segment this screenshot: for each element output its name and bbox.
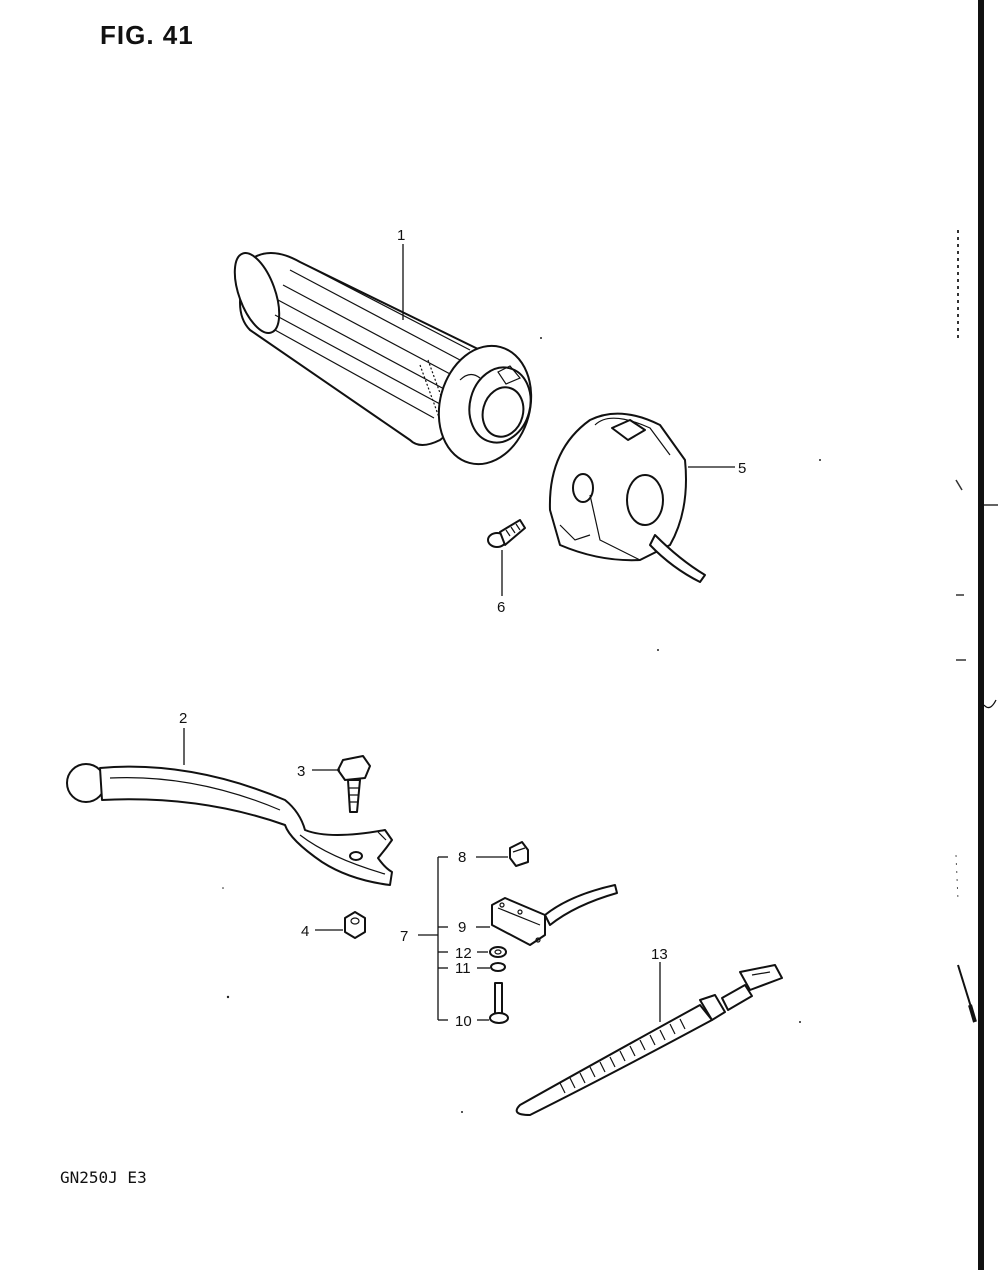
figure-title: FIG. 41	[100, 20, 194, 50]
callout-1: 1	[397, 227, 405, 244]
group-bracket	[418, 856, 448, 1021]
washer-part	[477, 946, 507, 958]
callout-13: 13	[651, 946, 668, 963]
callout-8: 8	[458, 849, 466, 866]
callout-11: 11	[455, 960, 471, 977]
callout-2: 2	[179, 710, 187, 727]
lock-washer-part	[477, 962, 506, 972]
long-screw-part	[477, 982, 509, 1024]
callout-10: 10	[455, 1013, 472, 1030]
callout-12: 12	[455, 945, 472, 962]
page-edge-marks	[955, 0, 998, 1270]
callout-3: 3	[297, 763, 305, 780]
scan-specks	[222, 337, 821, 1113]
callout-9: 9	[458, 919, 466, 936]
callout-4: 4	[301, 923, 309, 940]
callout-5: 5	[738, 460, 746, 477]
fitting-part	[476, 841, 529, 867]
screw-part	[487, 519, 526, 596]
bolt-part	[312, 755, 371, 813]
model-code: GN250J E3	[60, 1168, 147, 1187]
switch-part	[476, 884, 618, 946]
callout-7: 7	[400, 928, 408, 945]
nut-part	[315, 911, 366, 939]
switch-housing-part	[548, 412, 735, 583]
cable-tie-part	[515, 962, 783, 1116]
lever-part	[66, 728, 393, 886]
callout-6: 6	[497, 599, 505, 616]
handle-grip-part	[233, 252, 533, 466]
